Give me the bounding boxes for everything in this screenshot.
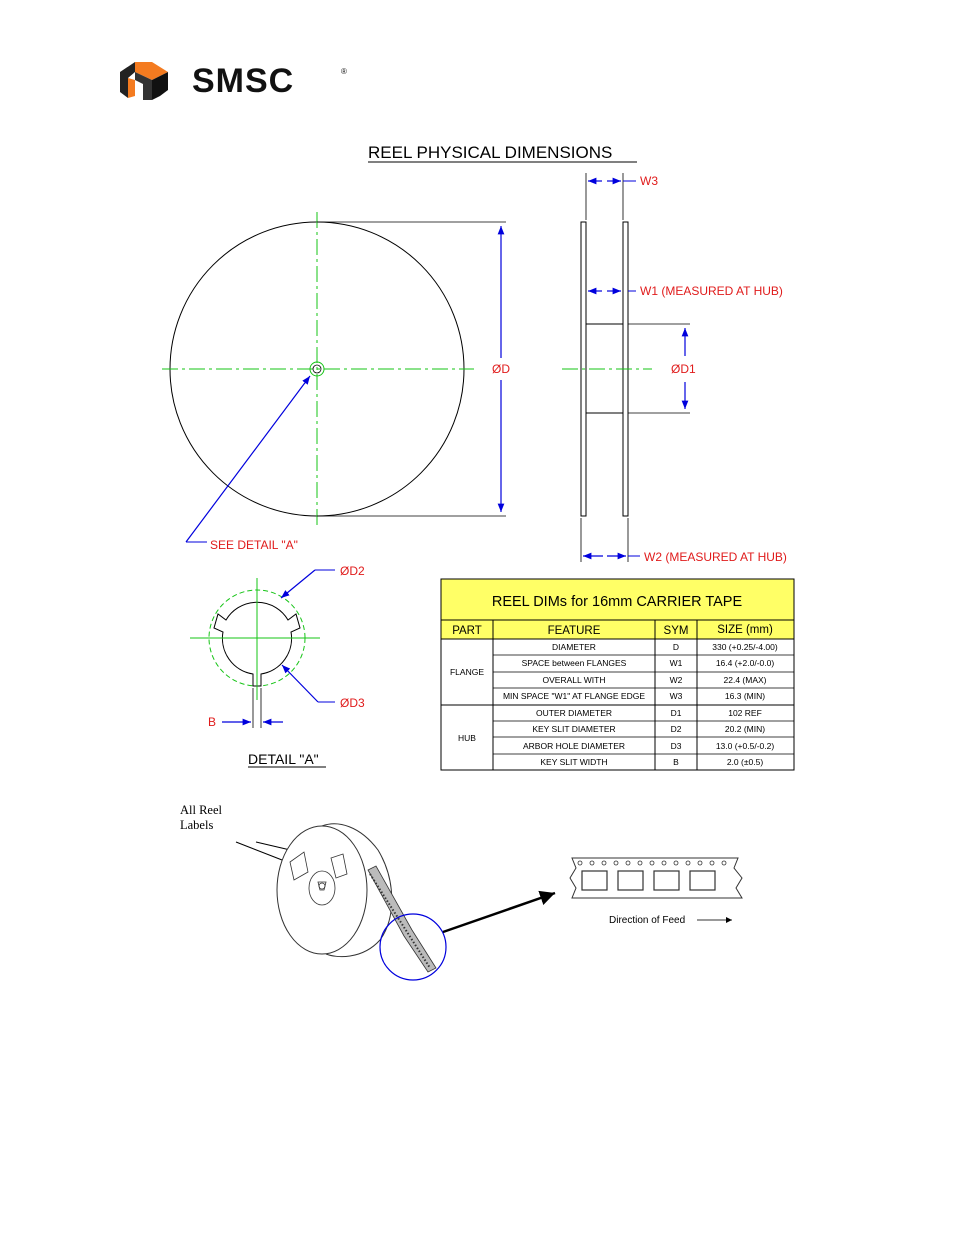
reel-front-view: ØD SEE DETAIL "A" (162, 212, 510, 552)
label-b: B (208, 715, 216, 729)
table-cell: 20.2 (MIN) (725, 724, 765, 734)
table-cell: D3 (671, 741, 682, 751)
label-w1: W1 (MEASURED AT HUB) (640, 284, 783, 298)
label-w2: W2 (MEASURED AT HUB) (644, 550, 787, 564)
label-d3: ØD3 (340, 696, 365, 710)
table-cell: MIN SPACE "W1" AT FLANGE EDGE (503, 691, 645, 701)
table-cell: SPACE between FLANGES (522, 658, 627, 668)
table-cell: DIAMETER (552, 642, 596, 652)
dims-table: REEL DIMs for 16mm CARRIER TAPE PART FEA… (440, 578, 795, 771)
table-cell: 16.4 (+2.0/-0.0) (716, 658, 775, 668)
table-cell: D1 (671, 708, 682, 718)
table-cell: OUTER DIAMETER (536, 708, 612, 718)
labels-caption-line2: Labels (180, 818, 213, 832)
label-see-detail: SEE DETAIL "A" (210, 538, 298, 552)
header-size: SIZE (mm) (717, 624, 773, 636)
table-cell: B (673, 757, 679, 767)
label-d1: ØD1 (671, 362, 696, 376)
header-feature: FEATURE (548, 625, 601, 637)
smsc-logo: SMSC ® (120, 62, 347, 100)
part-flange: FLANGE (450, 667, 484, 677)
table-cell: 16.3 (MIN) (725, 691, 765, 701)
reel-illustration: All Reel Labels (180, 803, 556, 981)
detail-title: DETAIL "A" (248, 751, 319, 767)
label-w3: W3 (640, 174, 658, 188)
header-sym: SYM (664, 625, 689, 637)
table-cell: 22.4 (MAX) (724, 675, 767, 685)
carrier-tape: Direction of Feed (569, 857, 743, 926)
label-d: ØD (492, 362, 510, 376)
table-cell: W3 (670, 691, 683, 701)
labels-caption-line1: All Reel (180, 803, 223, 817)
table-cell: 330 (+0.25/-4.00) (712, 642, 778, 652)
table-cell: KEY SLIT WIDTH (540, 757, 607, 767)
logo-text: SMSC (192, 62, 294, 100)
table-title: REEL DIMs for 16mm CARRIER TAPE (492, 594, 743, 610)
label-d2: ØD2 (340, 564, 365, 578)
part-hub: HUB (458, 733, 476, 743)
table-cell: W2 (670, 675, 683, 685)
logo-registered: ® (341, 67, 347, 76)
table-cell: 2.0 (±0.5) (727, 757, 763, 767)
table-cell: OVERALL WITH (543, 675, 606, 685)
table-cell: 102 REF (728, 708, 762, 718)
table-cell: D2 (671, 724, 682, 734)
detail-a: ØD2 ØD3 B DETAIL "A" (190, 564, 365, 768)
header-part: PART (452, 625, 482, 637)
direction-of-feed: Direction of Feed (609, 915, 685, 926)
page-title: REEL PHYSICAL DIMENSIONS (368, 143, 612, 162)
table-cell: D (673, 642, 679, 652)
table-cell: ARBOR HOLE DIAMETER (523, 741, 625, 751)
table-cell: 13.0 (+0.5/-0.2) (716, 741, 775, 751)
reel-side-view: W3 W1 (MEASURED AT HUB) ØD1 W2 (MEASURED… (562, 173, 787, 564)
table-cell: KEY SLIT DIAMETER (532, 724, 615, 734)
table-cell: W1 (670, 658, 683, 668)
